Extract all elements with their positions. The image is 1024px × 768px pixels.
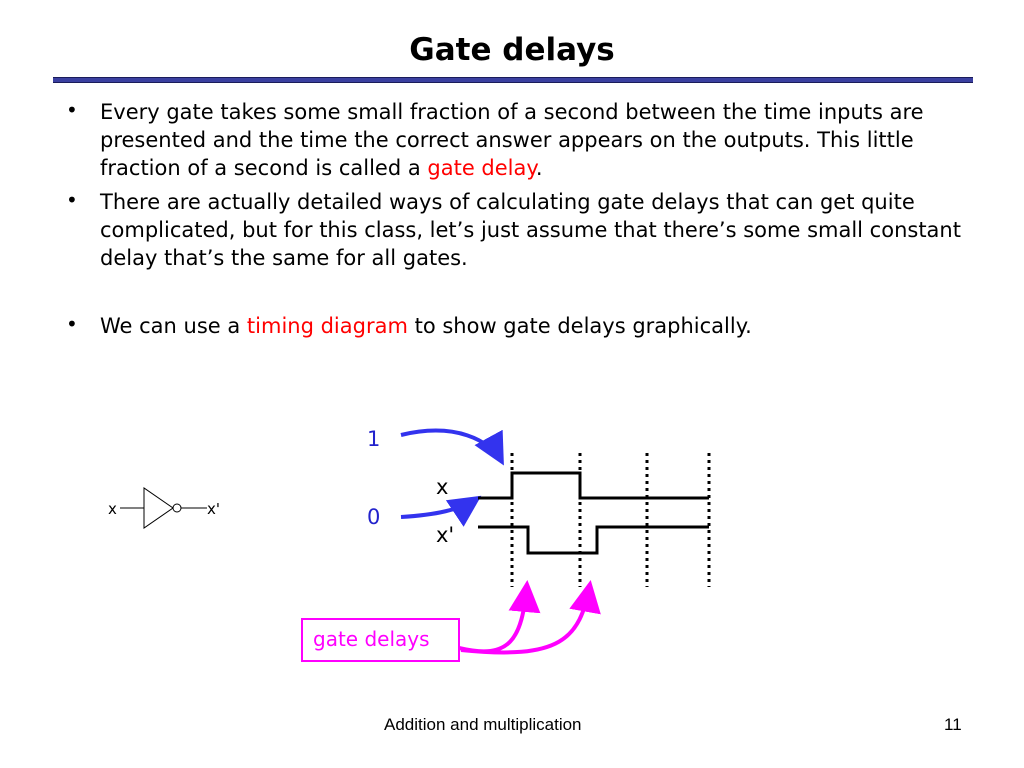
bullet-1-part-1: Every gate takes some small fraction of … (100, 100, 924, 180)
waveform-x (478, 471, 709, 500)
timing-diagram-term: timing diagram (246, 314, 408, 338)
title-divider (53, 77, 973, 83)
level-high-arrow (400, 428, 504, 466)
bullet-text-3: We can use a timing diagram to show gate… (100, 312, 980, 340)
level-high-label: 1 (367, 427, 380, 451)
bullet-marker: • (66, 98, 78, 122)
bullet-marker: • (66, 188, 78, 212)
gate-delays-callout-label: gate delays (313, 627, 430, 651)
level-low-label: 0 (367, 505, 380, 529)
bullet-3-part-3: to show gate delays graphically. (407, 314, 752, 338)
slide-title: Gate delays (409, 32, 615, 68)
gate-delay-arrow (460, 580, 601, 655)
signal-x-label: x (436, 475, 448, 499)
bullet-1-part-3: . (535, 156, 543, 180)
level-low-arrow (400, 495, 482, 527)
inverter-triangle (143, 487, 174, 529)
footer-title: Addition and multiplication (384, 715, 582, 734)
inverter-gate: x x' (108, 487, 220, 529)
bullet-text-1: Every gate takes some small fraction of … (100, 98, 980, 182)
bullet-marker: • (66, 312, 78, 336)
gate-delay-term: gate delay (427, 156, 536, 180)
bullet-text-2: There are actually detailed ways of calc… (100, 190, 961, 270)
page-number: 11 (944, 715, 962, 734)
inverter-output-label: x' (207, 500, 220, 518)
inverter-bubble (172, 503, 182, 513)
gate-delays-callout-box (301, 618, 460, 662)
inverter-input-label: x (108, 500, 117, 518)
gate-delay-arrow (458, 580, 541, 654)
waveform-x-prime (478, 525, 709, 555)
bullet-3-part-1: We can use a (100, 314, 247, 338)
signal-x-prime-label: x' (436, 523, 454, 547)
